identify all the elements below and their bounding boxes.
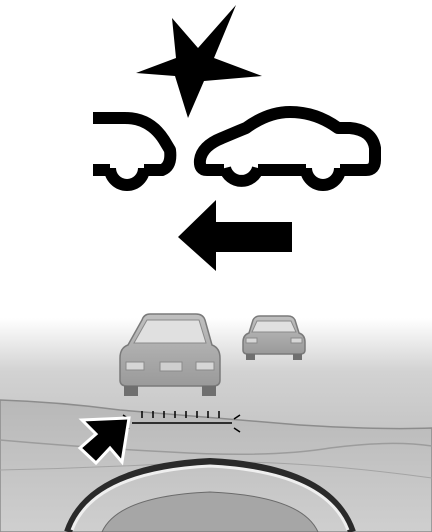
windshield-view-icon — [0, 314, 432, 532]
left-arrow-icon — [178, 200, 292, 271]
front-vehicle-icon — [200, 112, 375, 185]
rear-vehicle-wheel — [110, 168, 144, 185]
collision-warning-icon — [93, 5, 375, 271]
lead-vehicle-far-icon — [243, 316, 305, 360]
impact-star-icon — [136, 5, 262, 118]
rear-vehicle-icon — [93, 118, 170, 170]
